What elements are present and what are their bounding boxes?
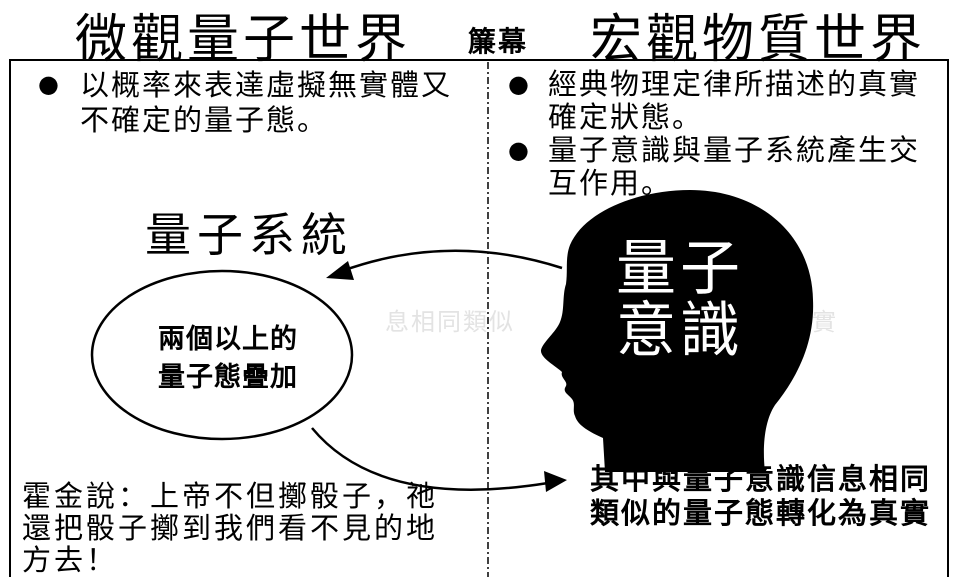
arrow-consciousness-to-system: [326, 249, 563, 280]
right-bullet-line: 量子意識與量子系統產生交: [548, 133, 921, 167]
superposition-text: 兩個以上的 量子態疊加: [128, 321, 328, 397]
quantum-consciousness-text: 量子 意識: [610, 238, 750, 362]
bullet-dot: ●: [508, 70, 529, 98]
quote-line: 霍金說：上帝不但擲骰子，祂: [22, 479, 439, 513]
superposition-line: 兩個以上的: [158, 324, 298, 355]
head-line: 意識: [616, 296, 744, 366]
right-bullet-line: 經典物理定律所描述的真實: [548, 67, 921, 101]
frame-border: [9, 59, 949, 577]
watermark-left: 息相同類似: [385, 308, 515, 336]
right-bullet-line: 確定狀態。: [548, 100, 704, 134]
quantum-system-label: 量子系統: [145, 208, 353, 262]
result-line: 類似的量子態轉化為真實: [590, 496, 932, 530]
watermark-right: 實: [812, 308, 838, 336]
right-bullet-line: 互作用。: [548, 166, 673, 200]
left-bullet-line: 不確定的量子態。: [80, 103, 329, 137]
left-bullet-line: 以概率來表達虛擬無實體又: [80, 68, 453, 102]
bullet-dot: ●: [38, 70, 59, 98]
head-silhouette: [540, 190, 814, 472]
arrow-system-to-reality: [311, 427, 567, 492]
result-text: 其中與量子意識信息相同 類似的量子態轉化為真實: [590, 462, 931, 530]
superposition-ellipse: [90, 269, 354, 441]
hawking-quote: 霍金說：上帝不但擲骰子，祂 還把骰子擲到我們看不見的地 方去！: [22, 480, 438, 576]
bullet-dot: ●: [508, 136, 529, 164]
left-bullet-text: 以概率來表達虛擬無實體又 不確定的量子態。: [80, 68, 452, 138]
result-line: 其中與量子意識信息相同: [590, 462, 932, 496]
head-line: 量子: [616, 234, 744, 304]
superposition-line: 量子態疊加: [158, 362, 298, 393]
quote-line: 還把骰子擲到我們看不見的地: [22, 511, 439, 545]
quote-line: 方去！: [22, 543, 119, 577]
right-bullet-text: 經典物理定律所描述的真實 確定狀態。 量子意識與量子系統產生交 互作用。: [548, 68, 920, 200]
curtain-label: 簾幕: [468, 25, 529, 58]
